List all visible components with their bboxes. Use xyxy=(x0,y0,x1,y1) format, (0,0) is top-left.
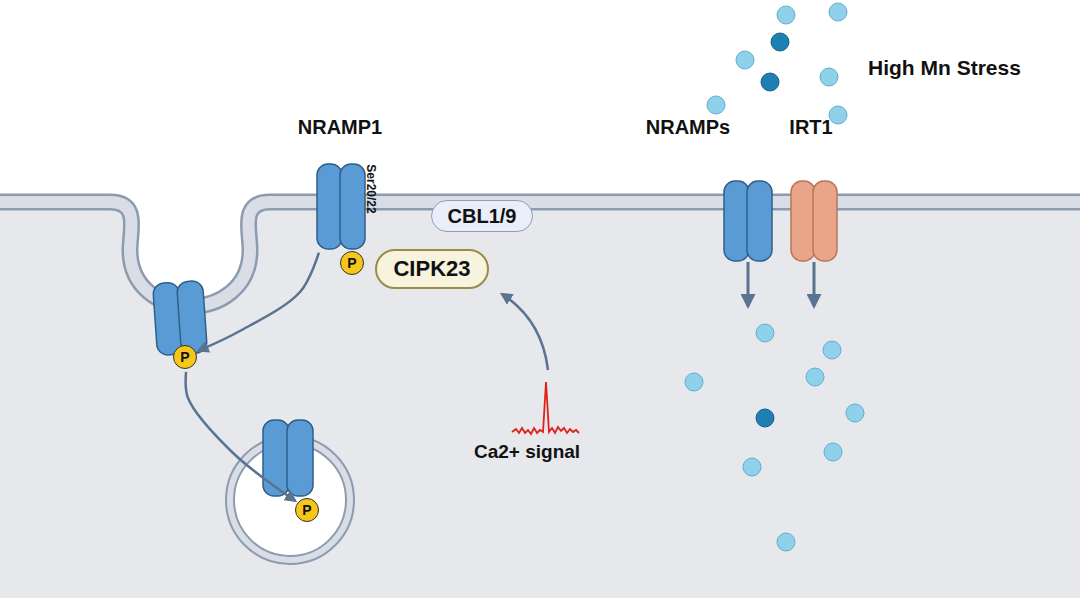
mn-ion xyxy=(756,409,774,427)
mn-ion xyxy=(736,51,754,69)
phospho-letter: P xyxy=(302,502,311,518)
transporter-name: IRT1 xyxy=(789,116,832,139)
transporter-shape xyxy=(790,180,838,262)
transporter-name: NRAMPs xyxy=(646,116,730,139)
protein-name: CIPK23 xyxy=(393,256,470,282)
protein-box: CBL1/9 xyxy=(431,200,534,232)
influx-arrow xyxy=(813,262,816,306)
protein-box: CIPK23 xyxy=(375,249,488,289)
transporter: IRT1 xyxy=(790,180,838,262)
mn-ion xyxy=(846,404,864,422)
phospho-mark: P xyxy=(295,498,319,522)
mn-ion xyxy=(743,458,761,476)
calcium-trace xyxy=(512,382,579,434)
phospho-letter: P xyxy=(180,349,189,365)
transporter-shape xyxy=(723,180,773,262)
stress-label: High Mn Stress xyxy=(868,56,1021,80)
mn-ion xyxy=(824,443,842,461)
mn-ions xyxy=(685,3,864,551)
mn-ion xyxy=(777,533,795,551)
protein-name: CBL1/9 xyxy=(448,205,517,228)
mn-ion xyxy=(820,68,838,86)
transporter: NRAMPs xyxy=(723,180,773,262)
signal-arrow xyxy=(502,294,548,370)
phospho-mark: P xyxy=(340,251,364,275)
site-label: Ser20/22 xyxy=(364,164,378,213)
mn-ion xyxy=(756,324,774,342)
influx-arrow xyxy=(747,262,750,306)
cytoplasm xyxy=(0,202,1080,598)
phospho-letter: P xyxy=(347,255,356,271)
transition-arrow xyxy=(186,372,296,501)
transporter: NRAMP1Ser20/22 xyxy=(316,163,366,250)
transporter-name: NRAMP1 xyxy=(298,116,382,139)
mn-ion xyxy=(823,341,841,359)
mn-ion xyxy=(777,6,795,24)
pit-transporter xyxy=(153,280,208,355)
mn-ion xyxy=(761,73,779,91)
mn-ion xyxy=(806,368,824,386)
signal-label: Ca2+ signal xyxy=(474,441,580,463)
mn-ion xyxy=(771,33,789,51)
mn-ion xyxy=(685,373,703,391)
transporter-shape xyxy=(316,163,366,250)
phospho-mark: P xyxy=(173,345,197,369)
mn-ion xyxy=(829,3,847,21)
transition-arrow xyxy=(199,253,319,351)
mn-ion xyxy=(707,96,725,114)
